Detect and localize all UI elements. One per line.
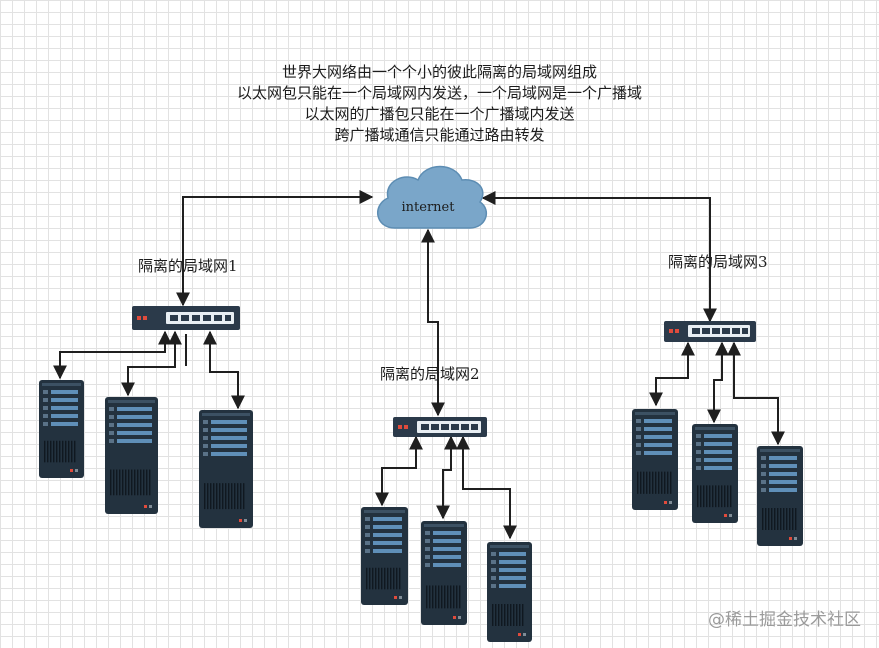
server-icon bbox=[487, 542, 532, 642]
link-internet-lan1 bbox=[176, 190, 374, 307]
link-lan3-server1 bbox=[649, 341, 695, 407]
description-line-4: 跨广播域通信只能通过路由转发 bbox=[334, 126, 545, 144]
internet-label: internet bbox=[402, 200, 456, 215]
link-lan1-server1 bbox=[53, 330, 172, 380]
switch-lan2 bbox=[393, 417, 487, 437]
server-icon bbox=[105, 397, 158, 514]
server-icon bbox=[361, 507, 408, 605]
internet-cloud-icon: internet bbox=[377, 165, 488, 229]
link-internet-lan2 bbox=[421, 228, 445, 417]
server-icon bbox=[757, 446, 803, 546]
link-lan1-server3 bbox=[203, 330, 245, 410]
server-icon bbox=[39, 380, 84, 478]
description-line-3: 以太网的广播包只能在一个广播域内发送 bbox=[304, 105, 575, 123]
switch-lan3 bbox=[664, 321, 756, 342]
watermark: @稀土掘金技术社区 bbox=[708, 610, 861, 630]
link-lan3-server3 bbox=[727, 341, 785, 446]
link-internet-lan3 bbox=[481, 191, 717, 323]
link-lan3-server2 bbox=[707, 341, 729, 424]
server-icon bbox=[199, 410, 253, 528]
link-lan2-server1 bbox=[375, 435, 423, 507]
server-icon bbox=[692, 424, 738, 523]
description-line-2: 以太网包只能在一个局域网内发送，一个局域网是一个广播域 bbox=[236, 84, 642, 102]
server-icon bbox=[421, 521, 467, 625]
description-line-1: 世界大网络由一个个小的彼此隔离的局域网组成 bbox=[281, 63, 597, 81]
link-lan2-server3 bbox=[456, 435, 517, 540]
link-lan1-server2 bbox=[121, 330, 182, 397]
connectors bbox=[53, 190, 785, 540]
switch-lan1 bbox=[132, 306, 240, 330]
link-lan2-server2 bbox=[436, 435, 458, 520]
server-icon bbox=[632, 409, 678, 510]
